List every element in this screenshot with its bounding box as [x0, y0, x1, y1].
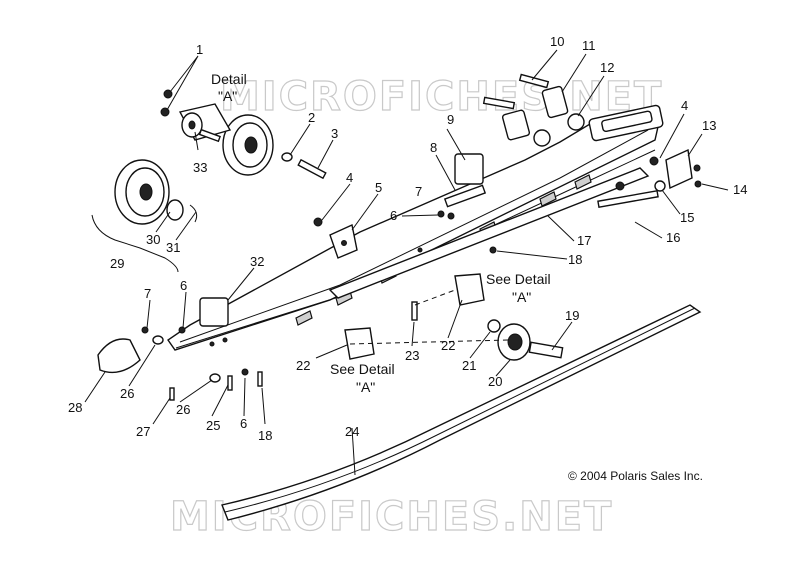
- assembly-line: [349, 339, 509, 345]
- see-detail-a-label-2: See Detail: [330, 361, 395, 377]
- callout-6: 6: [390, 208, 397, 223]
- callout-6b: 6: [240, 416, 247, 431]
- callout-12: 12: [600, 60, 614, 75]
- callout-31: 31: [166, 240, 180, 255]
- callout-10: 10: [550, 34, 564, 49]
- see-detail-a-label: See Detail: [486, 271, 551, 287]
- callout-30: 30: [146, 232, 160, 247]
- callout-5: 5: [375, 180, 382, 195]
- callout-7: 7: [415, 184, 422, 199]
- callout-4: 4: [346, 170, 353, 185]
- idler-wheel-detail-a: [178, 103, 274, 176]
- callout-9: 9: [447, 112, 454, 127]
- callout-32: 32: [250, 254, 264, 269]
- callout-4b: 4: [681, 98, 688, 113]
- slide-rail-strip: [221, 304, 702, 521]
- watermark-top: MICROFICHES.NET: [220, 74, 663, 120]
- callout-22: 22: [441, 338, 455, 353]
- callout-14: 14: [733, 182, 747, 197]
- callout-18: 18: [568, 252, 582, 267]
- callout-27: 27: [136, 424, 150, 439]
- callout-29: 29: [110, 256, 124, 271]
- callout-11: 11: [582, 38, 596, 53]
- see-detail-a-marker-2: "A": [356, 379, 375, 395]
- callout-25: 25: [206, 418, 220, 433]
- callout-23: 23: [405, 348, 419, 363]
- callouts: 1 2 3 4 5 6 7 8 9 10 11 12 4 13 14 15 16…: [68, 34, 747, 443]
- callout-8: 8: [430, 140, 437, 155]
- callout-18b: 18: [258, 428, 272, 443]
- callout-20: 20: [488, 374, 502, 389]
- callout-1: 1: [196, 42, 203, 57]
- callout-24: 24: [345, 424, 359, 439]
- detail-a-label: Detail: [211, 71, 247, 87]
- rail-assembly: [167, 104, 664, 351]
- callout-26b: 26: [176, 402, 190, 417]
- wear-strip: [328, 167, 650, 299]
- see-detail-a-marker: "A": [512, 289, 531, 305]
- callout-33: 33: [193, 160, 207, 175]
- detail-labels: Detail "A" See Detail "A" See Detail "A": [211, 71, 551, 395]
- callout-17: 17: [577, 233, 591, 248]
- group-bracket: [91, 214, 179, 273]
- callout-21: 21: [462, 358, 476, 373]
- copyright-notice: © 2004 Polaris Sales Inc.: [568, 469, 703, 483]
- callout-2: 2: [308, 110, 315, 125]
- leader-lines: [84, 49, 729, 476]
- callout-22b: 22: [296, 358, 310, 373]
- detail-a-marker: "A": [218, 88, 237, 104]
- callout-28: 28: [68, 400, 82, 415]
- callout-15: 15: [680, 210, 694, 225]
- callout-26: 26: [120, 386, 134, 401]
- callout-16: 16: [666, 230, 680, 245]
- idler-wheel: [114, 159, 198, 225]
- callout-7b: 7: [144, 286, 151, 301]
- callout-19: 19: [565, 308, 579, 323]
- callout-6c: 6: [180, 278, 187, 293]
- callout-13: 13: [702, 118, 716, 133]
- assembly-line: [414, 289, 456, 306]
- callout-3: 3: [331, 126, 338, 141]
